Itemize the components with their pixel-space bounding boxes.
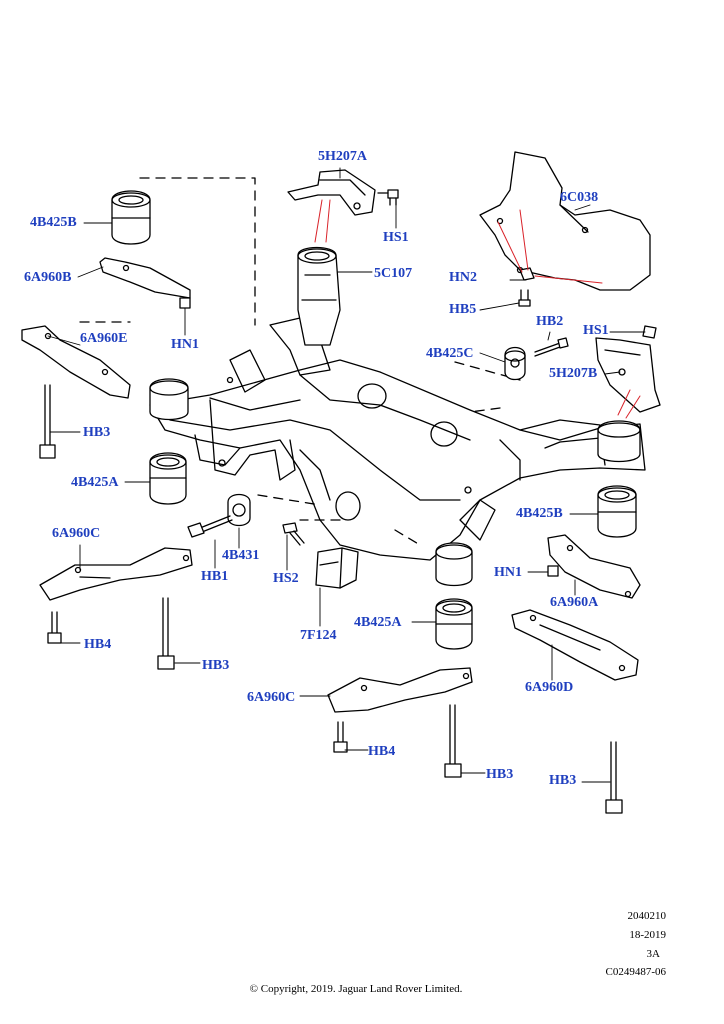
part-label-6a960e[interactable]: 6A960E bbox=[80, 331, 128, 346]
part-label-hn1-right[interactable]: HN1 bbox=[494, 565, 522, 580]
part-label-hb4-left[interactable]: HB4 bbox=[84, 637, 112, 652]
nut-hn2 bbox=[519, 267, 535, 281]
part-label-hs1[interactable]: HS1 bbox=[383, 230, 409, 245]
part-label-5h207a[interactable]: 5H207A bbox=[318, 149, 367, 164]
part-label-hs1-right[interactable]: HS1 bbox=[583, 323, 609, 338]
part-label-4b425a-left[interactable]: 4B425A bbox=[71, 475, 119, 490]
bolt-hb3-right bbox=[605, 741, 623, 814]
part-label-6c038[interactable]: 6C038 bbox=[560, 190, 599, 205]
part-label-4b431[interactable]: 4B431 bbox=[222, 548, 260, 563]
part-label-4b425c[interactable]: 4B425C bbox=[426, 346, 474, 361]
part-label-6a960d[interactable]: 6A960D bbox=[525, 680, 574, 695]
bolt-hs1-right bbox=[642, 325, 657, 339]
part-label-5h207b[interactable]: 5H207B bbox=[549, 366, 598, 381]
rear-subframe bbox=[149, 317, 646, 561]
red-indicator-lines bbox=[314, 199, 641, 419]
subframe-bush-left bbox=[149, 378, 189, 421]
part-label-6a960c-left[interactable]: 6A960C bbox=[52, 526, 101, 541]
subframe-bush-right bbox=[597, 420, 641, 463]
heat-shield-6c038 bbox=[479, 151, 651, 291]
part-label-hb3-left[interactable]: HB3 bbox=[83, 425, 111, 440]
subframe-bush-center bbox=[435, 542, 473, 587]
bolt-hb4-left bbox=[47, 611, 62, 644]
bushing-4b425c bbox=[504, 346, 526, 381]
diagram-code: 2040210 bbox=[627, 910, 667, 922]
bolt-hb3-left-long bbox=[39, 384, 56, 459]
bracket-5h207b bbox=[595, 337, 661, 413]
part-label-hn2[interactable]: HN2 bbox=[449, 270, 477, 285]
bolt-hb2 bbox=[534, 337, 569, 357]
diagram-date: 18-2019 bbox=[629, 929, 666, 941]
part-label-4b425a-center[interactable]: 4B425A bbox=[354, 615, 402, 630]
bolt-hb3-center bbox=[444, 704, 462, 778]
part-label-hb5[interactable]: HB5 bbox=[449, 302, 477, 317]
part-label-6a960a[interactable]: 6A960A bbox=[550, 595, 599, 610]
part-label-hb2[interactable]: HB2 bbox=[536, 314, 564, 329]
plate-6a960e bbox=[21, 325, 131, 399]
part-label-6a960c-center[interactable]: 6A960C bbox=[247, 690, 296, 705]
bushing-4b425b-right bbox=[597, 485, 637, 538]
plate-6a960c-left bbox=[39, 547, 193, 601]
tower-5c107 bbox=[297, 246, 341, 346]
bolt-hs2 bbox=[282, 522, 305, 546]
bushing-4b425b-left bbox=[111, 190, 151, 245]
part-label-4b425b[interactable]: 4B425B bbox=[30, 215, 77, 230]
part-label-7f124[interactable]: 7F124 bbox=[300, 628, 337, 643]
nut-hn1-right bbox=[547, 565, 559, 577]
nut-hn1-left bbox=[179, 297, 191, 309]
plate-6a960d bbox=[511, 609, 639, 681]
module-7f124 bbox=[315, 547, 359, 589]
bracket-5h207a bbox=[287, 169, 376, 216]
bushing-4b425a-center bbox=[435, 598, 473, 650]
part-label-hb3-right[interactable]: HB3 bbox=[549, 773, 577, 788]
plate-6a960b bbox=[99, 257, 191, 299]
part-label-6a960b[interactable]: 6A960B bbox=[24, 270, 72, 285]
part-label-hb3-mid[interactable]: HB3 bbox=[202, 658, 230, 673]
diagram-revision: 3A bbox=[646, 948, 660, 960]
bolt-hs1-top bbox=[377, 189, 399, 206]
bushing-4b425a-left bbox=[149, 452, 187, 505]
part-label-hb1[interactable]: HB1 bbox=[201, 569, 229, 584]
part-label-hn1[interactable]: HN1 bbox=[171, 337, 199, 352]
part-label-hb4-center[interactable]: HB4 bbox=[368, 744, 396, 759]
bolt-hb5 bbox=[518, 289, 531, 307]
bolt-hb1 bbox=[187, 515, 233, 538]
part-label-hb3-center[interactable]: HB3 bbox=[486, 767, 514, 782]
part-label-hs2[interactable]: HS2 bbox=[273, 571, 299, 586]
plate-6a960c-center bbox=[327, 667, 473, 713]
leader-lines bbox=[47, 167, 646, 783]
part-label-4b425b-right[interactable]: 4B425B bbox=[516, 506, 563, 521]
copyright-notice: © Copyright, 2019. Jaguar Land Rover Lim… bbox=[249, 983, 463, 995]
part-label-5c107[interactable]: 5C107 bbox=[374, 266, 413, 281]
illustration-id: C0249487-06 bbox=[605, 966, 667, 978]
plate-6a960a bbox=[547, 534, 641, 599]
bolt-hb3-mid-left bbox=[157, 597, 175, 670]
bushing-4b431 bbox=[227, 493, 251, 527]
bolt-hb4-center bbox=[333, 721, 348, 753]
